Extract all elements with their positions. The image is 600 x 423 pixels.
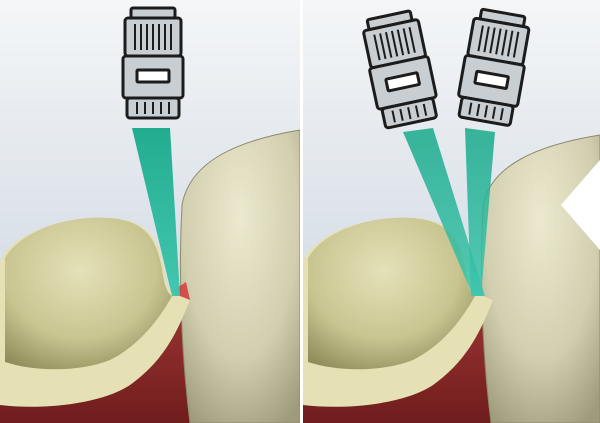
- panel-dual-scanner: [303, 0, 600, 423]
- adjacent-tooth: [481, 135, 600, 423]
- intraoral-scanner-icon: [123, 8, 183, 118]
- adjacent-tooth: [180, 130, 300, 423]
- panel-single-scanner: [0, 0, 300, 423]
- dual-scanner-illustration: [303, 0, 600, 423]
- single-scanner-illustration: [0, 0, 300, 423]
